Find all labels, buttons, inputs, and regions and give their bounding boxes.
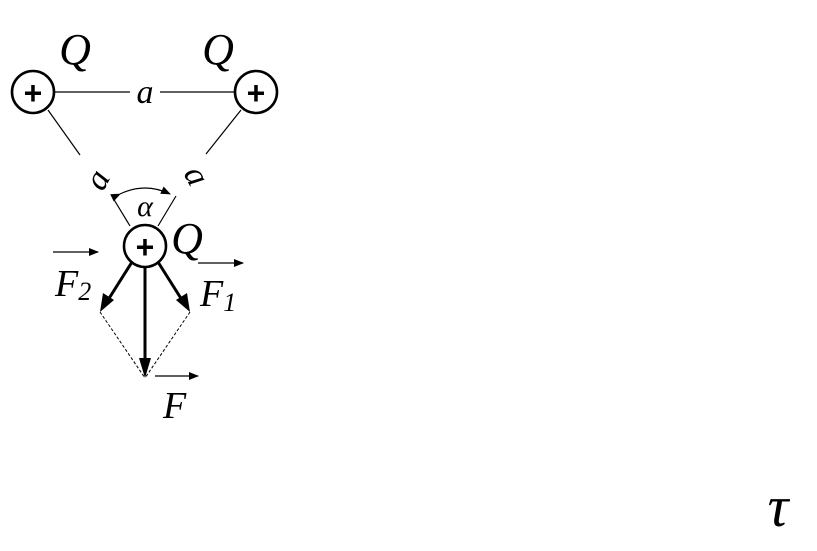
charge-bottom: + (122, 223, 168, 269)
force-f2-label: F2 (53, 248, 99, 306)
plus-sign-icon: + (136, 229, 155, 265)
svg-text:F1: F1 (199, 273, 236, 317)
left-side (47, 109, 131, 227)
right-side-label: a (176, 160, 217, 192)
angle-label: α (137, 190, 154, 223)
charge-top-right-label: Q (202, 25, 234, 74)
charge-top-right: + (233, 69, 279, 115)
resultant-force-label: F (155, 372, 199, 427)
angle-arc (110, 186, 171, 202)
force-f1-arrow (156, 261, 190, 312)
plus-sign-icon: + (24, 75, 43, 111)
right-side (157, 109, 242, 227)
force-f2-arrow (100, 261, 134, 312)
charge-bottom-label: Q (171, 214, 203, 263)
plus-sign-icon: + (247, 75, 266, 111)
corner-tau-mark: τ (768, 474, 791, 539)
top-side-label: a (137, 74, 154, 111)
resultant-force-arrow (139, 268, 151, 378)
left-side-label: a (77, 164, 118, 196)
force-f1-label: F1 (198, 259, 244, 317)
charge-top-left: + (10, 69, 56, 115)
svg-text:F: F (162, 385, 187, 427)
charge-top-left-label: Q (59, 25, 91, 74)
force-parallelogram (99, 311, 191, 379)
svg-text:F2: F2 (54, 263, 91, 306)
